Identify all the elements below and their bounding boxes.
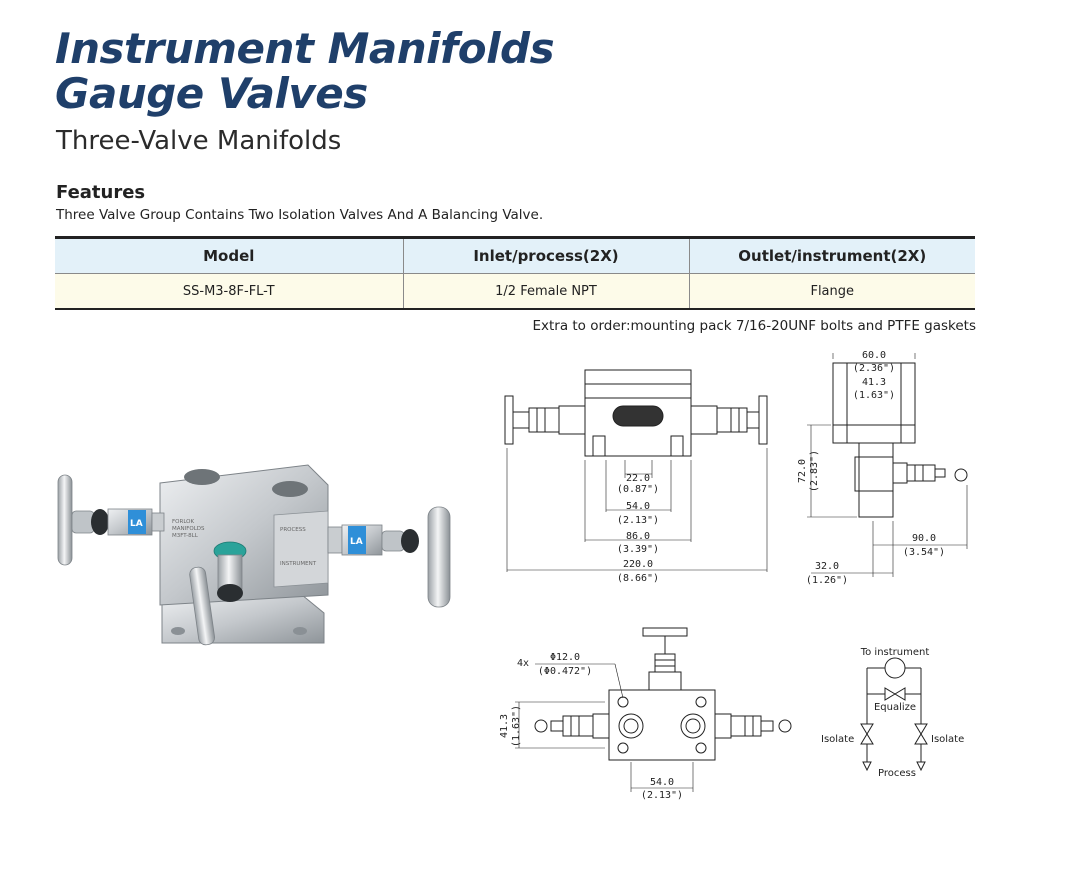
cell-inlet: 1/2 Female NPT [402, 273, 689, 309]
side-dim-90-in: (3.54") [903, 547, 945, 558]
schematic-equalize: Equalize [874, 702, 916, 713]
cell-outlet: Flange [688, 273, 975, 309]
side-dim-72: 72.0 [797, 459, 808, 483]
title-line-2: Gauge Valves [55, 69, 368, 118]
front-dim-54-in: (2.13") [617, 515, 659, 526]
side-dim-41: 41.3 [862, 377, 886, 388]
right-valve-badge: LA [350, 537, 363, 547]
cell-model: SS-M3-8F-FL-T [55, 273, 403, 309]
side-dim-32: 32.0 [815, 561, 839, 572]
front-view-drawing: 22.0 (0.87") 54.0 (2.13") 86.0 (3.39") 2… [504, 369, 768, 584]
schematic-process: Process [878, 768, 916, 779]
column-header-inlet: Inlet/process(2X) [402, 237, 689, 274]
column-header-outlet: Outlet/instrument(2X) [688, 237, 975, 274]
valve-schematic: To instrument Equalize Isolate Isolate P… [821, 647, 964, 779]
plan-dim-41-in: (1.63") [511, 705, 522, 747]
front-dim-86-in: (3.39") [617, 544, 659, 555]
front-dim-54: 54.0 [626, 501, 650, 512]
plan-hole-dia: Φ12.0 [550, 652, 580, 663]
body-mark-3: M3FT-8LL [172, 533, 199, 539]
side-dim-90: 90.0 [912, 533, 936, 544]
page-subtitle: Three-Valve Manifolds [56, 126, 342, 156]
plan-dim-41: 41.3 [499, 714, 510, 738]
features-heading: Features [56, 182, 146, 203]
body-mark-1: FORLOK [172, 519, 195, 525]
title-line-1: Instrument Manifolds [55, 24, 555, 73]
page-title: Instrument Manifolds Gauge Valves [55, 24, 555, 118]
side-dim-41-in: (1.63") [853, 390, 895, 401]
plan-dim-54-in: (2.13") [641, 790, 683, 801]
plan-dim-54: 54.0 [650, 777, 674, 788]
front-dim-22-in: (0.87") [617, 484, 659, 495]
schematic-isolate-right: Isolate [931, 734, 964, 745]
front-dim-220: 220.0 [623, 559, 653, 570]
side-dim-60-in: (2.36") [853, 363, 895, 374]
plan-hole-dia-in: (Φ0.472") [538, 666, 592, 677]
product-photo: FORLOK MANIFOLDS M3FT-8LL PROCESS INSTRU… [57, 464, 451, 646]
side-dim-32-in: (1.26") [806, 575, 848, 586]
front-dim-220-in: (8.66") [617, 573, 659, 584]
body-mark-2: MANIFOLDS [172, 526, 205, 532]
spec-table: Model Inlet/process(2X) Outlet/instrumen… [55, 236, 975, 310]
left-valve-badge: LA [130, 519, 143, 529]
side-dim-72-in: (2.83") [809, 450, 820, 492]
side-dim-60: 60.0 [862, 350, 886, 361]
features-text: Three Valve Group Contains Two Isolation… [56, 207, 544, 223]
column-header-model: Model [55, 237, 403, 274]
side-view-drawing: 60.0 (2.36") 41.3 (1.63") 72.0 (2.83") 9… [797, 350, 968, 586]
outlet-mark-process: PROCESS [280, 527, 306, 533]
table-row: SS-M3-8F-FL-T 1/2 Female NPT Flange [55, 273, 975, 309]
extra-order-note: Extra to order:mounting pack 7/16-20UNF … [532, 318, 976, 334]
front-dim-22: 22.0 [626, 473, 650, 484]
schematic-isolate-left: Isolate [821, 734, 854, 745]
outlet-mark-instrument: INSTRUMENT [280, 561, 317, 567]
spec-table-header-row: Model Inlet/process(2X) Outlet/instrumen… [55, 237, 975, 274]
plan-view-drawing: 4x Φ12.0 (Φ0.472") 41.3 (1.63") 54.0 (2.… [499, 627, 792, 801]
front-dim-86: 86.0 [626, 531, 650, 542]
plan-holes-prefix: 4x [517, 658, 529, 669]
schematic-to-instrument: To instrument [860, 647, 930, 658]
